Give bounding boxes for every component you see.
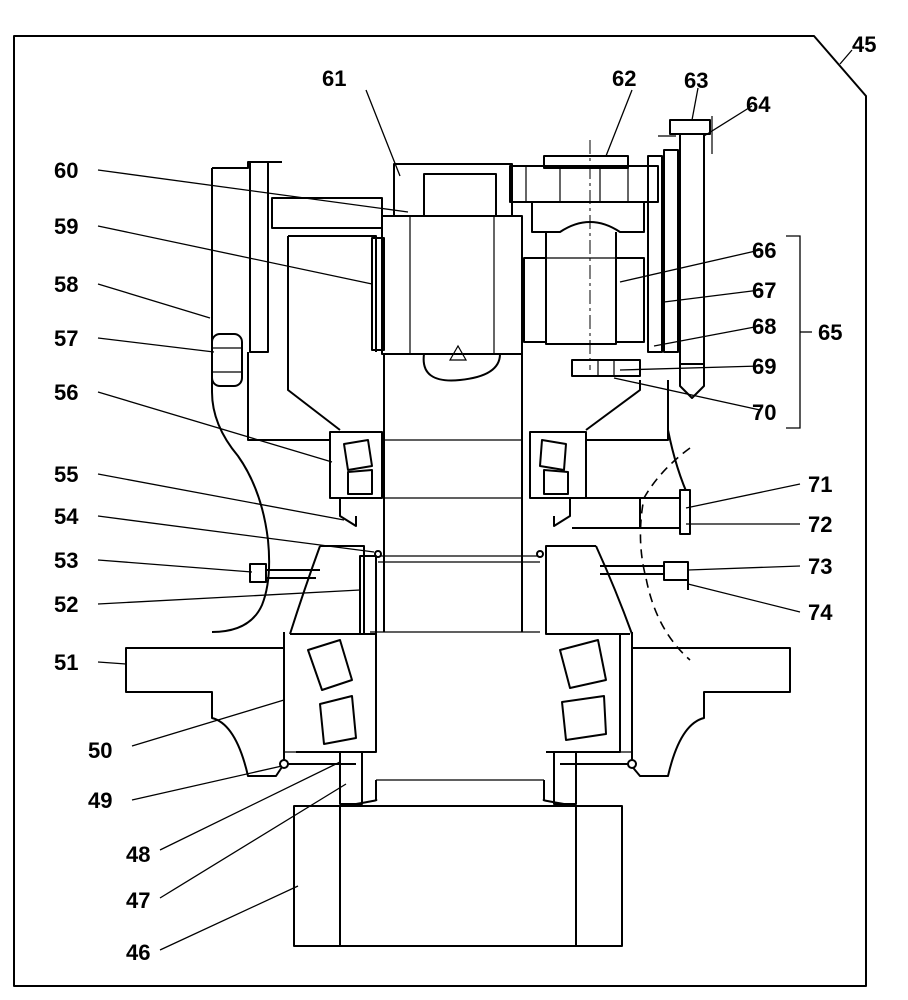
label-65: 65: [818, 320, 842, 345]
label-63: 63: [684, 68, 708, 93]
label-70: 70: [752, 400, 776, 425]
label-68: 68: [752, 314, 776, 339]
label-66: 66: [752, 238, 776, 263]
lock-ring-48: [339, 751, 577, 805]
frame-corner-leader: [839, 49, 853, 65]
dashed-outline: [639, 447, 691, 661]
output-shaft: [343, 354, 577, 807]
label-60: 60: [54, 158, 78, 183]
label-64: 64: [746, 92, 771, 117]
label-67: 67: [752, 278, 776, 303]
label-47: 47: [126, 888, 150, 913]
leader-lines: [97, 87, 812, 951]
label-57: 57: [54, 326, 78, 351]
pinion-gear-46: [293, 805, 623, 947]
label-72: 72: [808, 512, 832, 537]
bolt-57: [211, 333, 243, 387]
upper-bearing-56: [329, 431, 587, 499]
label-48: 48: [126, 842, 150, 867]
label-50: 50: [88, 738, 112, 763]
lower-housing-51: [125, 632, 791, 777]
label-52: 52: [54, 592, 78, 617]
label-74: 74: [808, 600, 833, 625]
right-wall-and-bolt-63: [647, 116, 713, 399]
label-71: 71: [808, 472, 832, 497]
label-46: 46: [126, 940, 150, 965]
pinion-assembly-65: [509, 140, 659, 377]
label-61: 61: [322, 66, 346, 91]
label-45: 45: [852, 32, 876, 57]
callout-labels: 45 61 62 63 64 60 59 58 57 56 55 54 53 5…: [54, 32, 876, 965]
label-69: 69: [752, 354, 776, 379]
label-62: 62: [612, 66, 636, 91]
label-53: 53: [54, 548, 78, 573]
motor-block-59: [371, 163, 523, 382]
label-56: 56: [54, 380, 78, 405]
label-51: 51: [54, 650, 78, 675]
label-49: 49: [88, 788, 112, 813]
lower-bearing-50: [296, 633, 621, 753]
label-54: 54: [54, 504, 79, 529]
label-73: 73: [808, 554, 832, 579]
label-59: 59: [54, 214, 78, 239]
drawing-frame: [13, 35, 867, 987]
label-58: 58: [54, 272, 78, 297]
label-55: 55: [54, 462, 78, 487]
